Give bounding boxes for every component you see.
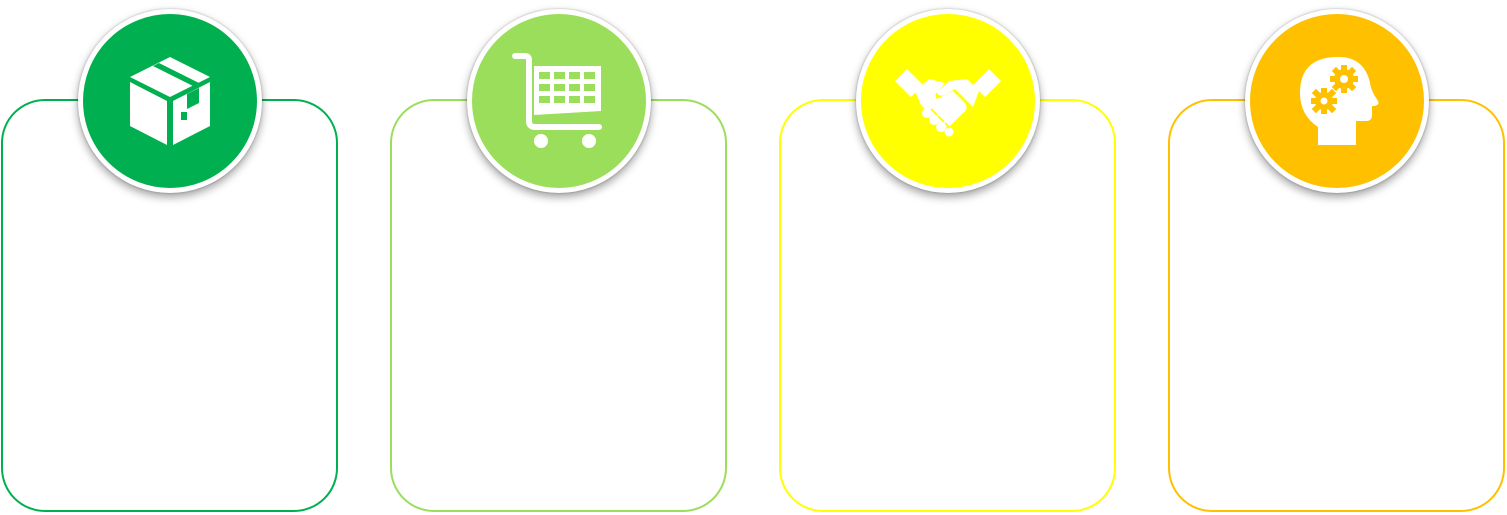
handshake-icon — [895, 69, 1001, 137]
badge-thinking — [1245, 9, 1429, 193]
shopping-cart-icon — [512, 53, 602, 148]
badge-product — [78, 9, 262, 193]
badge-commerce — [467, 9, 651, 193]
badge-partnership — [856, 9, 1040, 193]
head-gears-icon — [1300, 56, 1379, 145]
package-box-icon — [130, 57, 210, 145]
